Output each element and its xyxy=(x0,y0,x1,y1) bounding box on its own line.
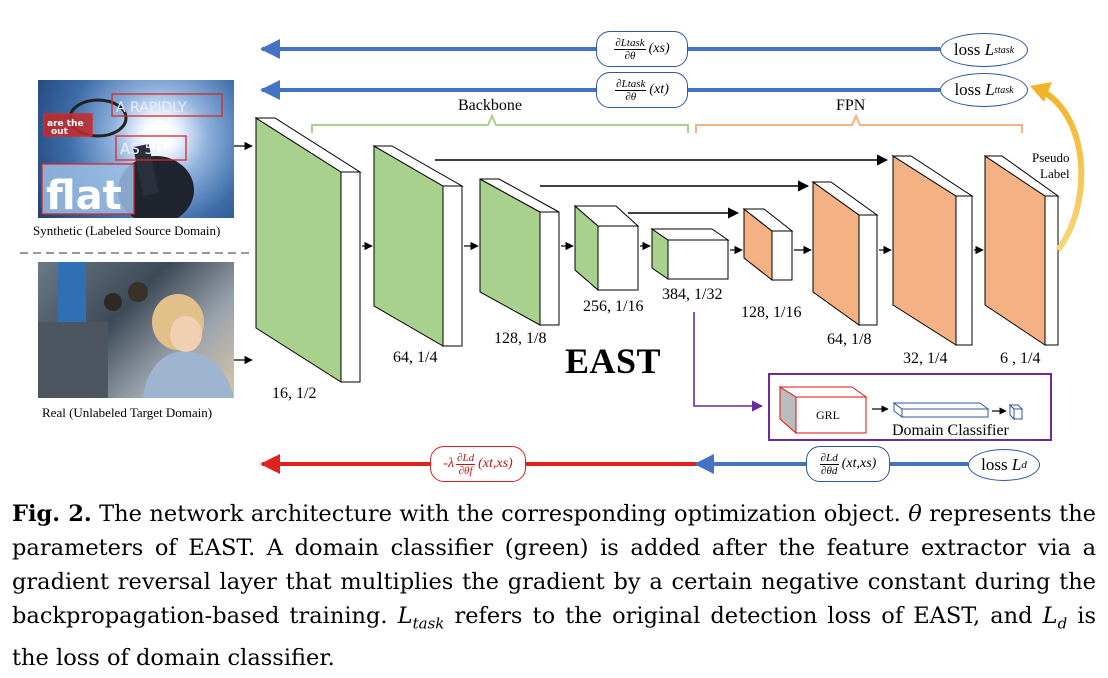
grl-label: GRL xyxy=(816,408,840,422)
synthetic-domain-label: Synthetic (Labeled Source Domain) xyxy=(33,223,221,238)
layer-label-fpn-1: 128, 1/16 xyxy=(741,304,802,321)
backbone-block-5 xyxy=(650,228,730,280)
grl-block xyxy=(778,386,868,435)
caption-text-2: represents the parameters of EAST. A dom… xyxy=(12,501,1096,629)
caption-fig-label: Fig. 2. xyxy=(12,501,92,527)
synthetic-text-3: flat xyxy=(46,173,122,218)
synthetic-text-1: A RAPIDLY xyxy=(116,100,187,116)
layer-label-backbone-2: 64, 1/4 xyxy=(393,349,438,366)
caption-theta: θ xyxy=(908,501,922,527)
caption-text-4: is the loss of domain classifier. xyxy=(12,603,1097,671)
caption-ld: Ld xyxy=(1042,603,1068,633)
model-name: EAST xyxy=(565,341,662,381)
fpn-block-3 xyxy=(891,155,974,346)
backbone-block-1 xyxy=(254,117,362,383)
fpn-block-2 xyxy=(811,181,879,326)
layer-label-fpn-3: 32, 1/4 xyxy=(903,350,948,367)
caption-text-3: refers to the original detection loss of… xyxy=(454,603,1033,629)
layer-label-backbone-4: 256, 1/16 xyxy=(583,298,644,315)
target-gradient-label: ∂Ltask∂θ (xt) xyxy=(596,72,688,108)
caption-text-1: The network architecture with the corres… xyxy=(99,501,901,527)
source-gradient-label: ∂Ltask∂θ (xs) xyxy=(596,31,688,67)
layer-label-fpn-4: 6 , 1/4 xyxy=(1000,350,1041,367)
layer-label-backbone-3: 128, 1/8 xyxy=(494,330,547,347)
fpn-block-1 xyxy=(742,207,794,282)
pseudo-label-arrow xyxy=(1042,89,1085,252)
figure-caption: Fig. 2. The network architecture with th… xyxy=(12,497,1096,675)
backbone-block-2 xyxy=(372,145,464,347)
backbone-brace xyxy=(311,113,689,133)
reversed-gradient-label: -λ ∂Ld∂θf (xt,xs) xyxy=(430,446,526,482)
fpn-label: FPN xyxy=(836,97,866,114)
synthetic-text-4: are the xyxy=(47,119,84,129)
pseudo-label-line-1: Pseudo xyxy=(1032,150,1070,165)
layer-label-backbone-1: 16, 1/2 xyxy=(272,385,317,402)
synthetic-text-2: AS 50 xyxy=(120,140,164,158)
synthetic-input-image: A RAPIDLY AS 50 flat are the out xyxy=(38,80,234,218)
real-domain-label: Real (Unlabeled Target Domain) xyxy=(42,405,213,420)
fpn-block-4 xyxy=(983,155,1060,346)
layer-label-backbone-5: 384, 1/32 xyxy=(662,286,723,303)
layer-label-fpn-2: 64, 1/8 xyxy=(827,331,872,348)
backbone-block-3 xyxy=(479,178,560,326)
domain-classifier-box: GRL Domain Classifier xyxy=(768,373,1052,441)
real-input-image xyxy=(38,262,234,398)
domain-classifier-label: Domain Classifier xyxy=(892,422,1009,439)
backbone-block-4 xyxy=(573,204,640,292)
pseudo-label-line-2: Label xyxy=(1040,166,1070,181)
classifier-fc-block xyxy=(892,402,990,418)
architecture-diagram: A RAPIDLY AS 50 flat are the out Synthet… xyxy=(20,31,1085,482)
feature-to-domain-arrow xyxy=(693,312,764,412)
synthetic-text-5: out xyxy=(51,127,69,137)
fpn-brace xyxy=(695,113,1023,133)
backbone-label: Backbone xyxy=(458,97,522,114)
classifier-output-block xyxy=(1008,403,1024,421)
caption-ltask: Ltask xyxy=(397,603,445,633)
domain-gradient-label: ∂Ld∂θd (xt,xs) xyxy=(806,446,890,482)
